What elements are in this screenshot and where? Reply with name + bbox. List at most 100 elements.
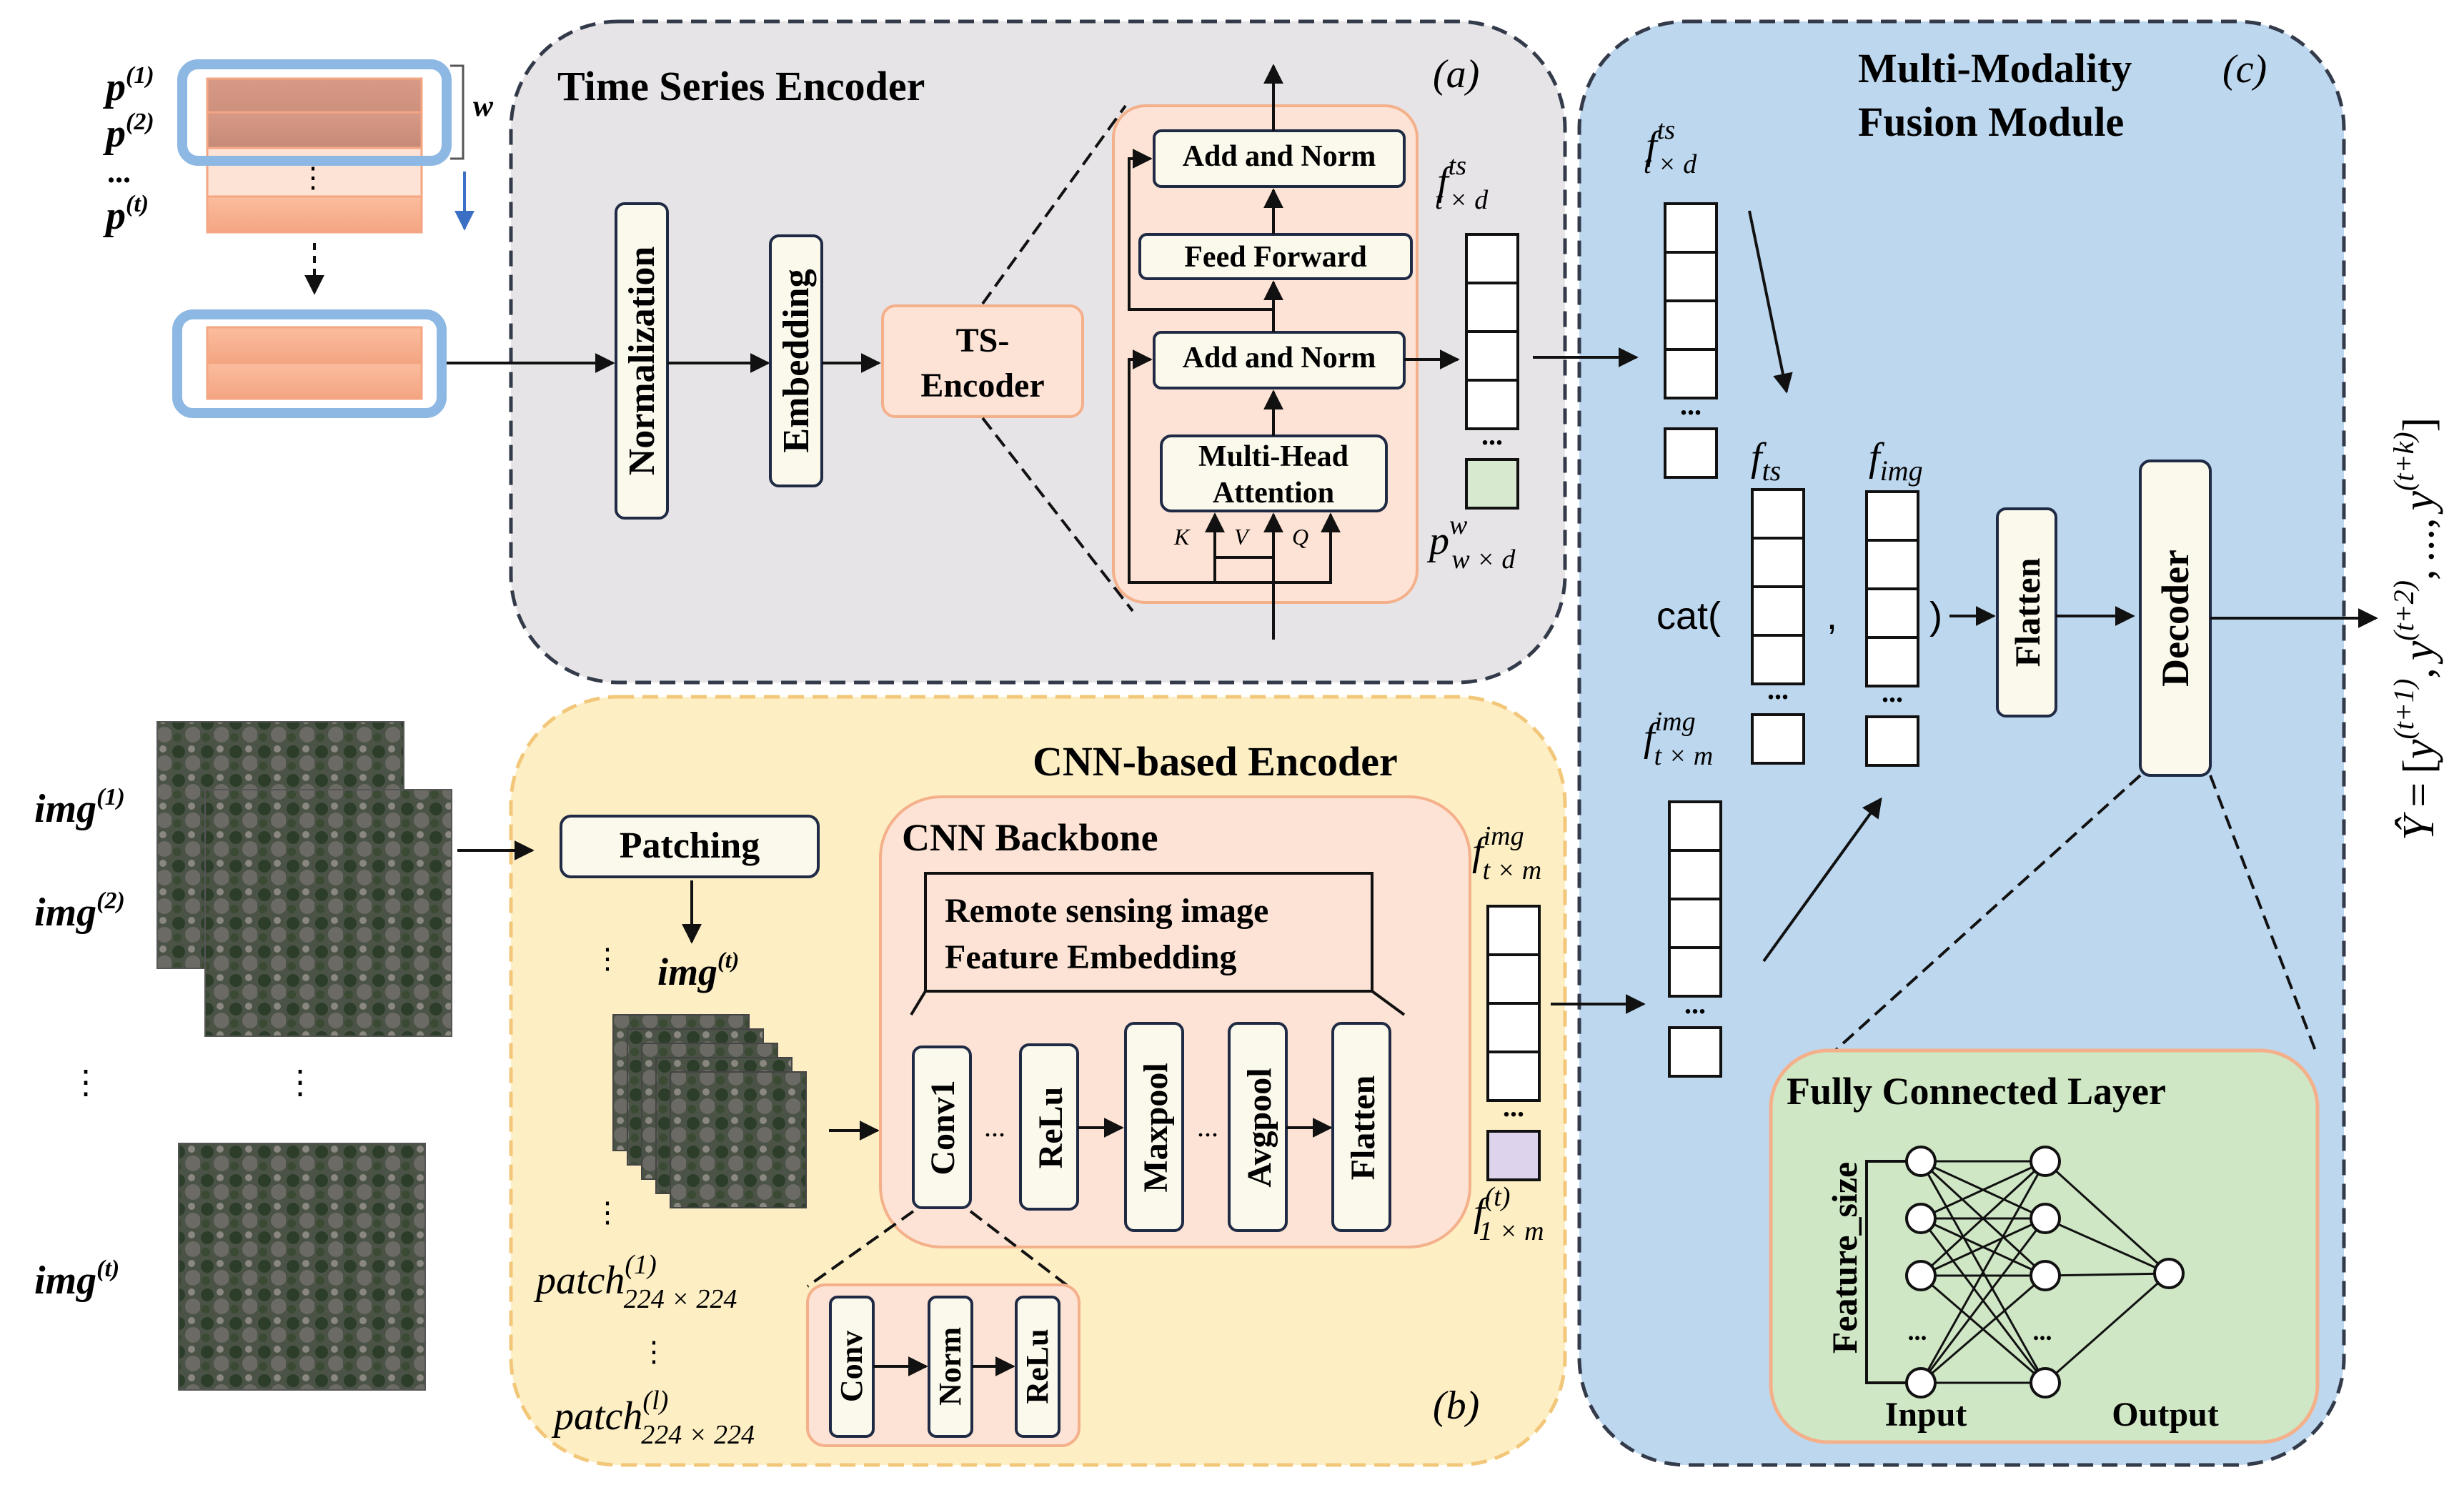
svg-text:img(t): img(t) bbox=[657, 947, 739, 993]
svg-text:Conv: Conv bbox=[834, 1331, 869, 1402]
fc-node bbox=[1905, 1260, 1937, 1291]
svg-text:...: ... bbox=[1680, 389, 1702, 421]
fc-node bbox=[2030, 1203, 2061, 1234]
transformer-detail: Add and Norm Feed Forward Add and Norm M… bbox=[1112, 64, 1419, 640]
svg-text:p(2): p(2) bbox=[103, 109, 154, 156]
svg-text:CNN Backbone: CNN Backbone bbox=[902, 816, 1158, 859]
fc-node bbox=[1905, 1146, 1937, 1177]
fc-edge bbox=[2045, 1272, 2170, 1277]
p1-label: p bbox=[103, 65, 126, 109]
image-stack-input: ⋮ ⋮ img(1) img(2) img(t) bbox=[34, 721, 452, 1391]
svg-text:...: ... bbox=[1503, 1091, 1524, 1123]
svg-text:Remote sensing image: Remote sensing image bbox=[945, 892, 1268, 930]
relu-block: ReLu bbox=[1019, 1043, 1079, 1211]
fc-node bbox=[1905, 1367, 1937, 1399]
svg-text:Flatten: Flatten bbox=[2007, 557, 2047, 667]
feed-forward: Feed Forward bbox=[1138, 233, 1413, 280]
window-size-label: w bbox=[473, 90, 494, 123]
svg-text:Feature Embedding: Feature Embedding bbox=[945, 938, 1236, 976]
svg-text:...: ... bbox=[1684, 988, 1706, 1020]
svg-text:fimg: fimg bbox=[1869, 435, 1923, 487]
svg-text:⋮: ⋮ bbox=[69, 1064, 102, 1101]
conv-detail: Conv Norm ReLu bbox=[806, 1283, 1081, 1447]
svg-text:TS-: TS- bbox=[956, 322, 1010, 359]
svg-text:img(t): img(t) bbox=[34, 1256, 119, 1303]
fc-node bbox=[2153, 1258, 2185, 1289]
svg-text:Ŷ=[y(t+1),y(t+2),...,y(t+k)]: Ŷ=[y(t+1),y(t+2),...,y(t+k)] bbox=[2388, 417, 2443, 840]
cat-close: ) bbox=[1929, 595, 1942, 637]
cat-fts-column: ... bbox=[1751, 488, 1805, 765]
svg-text:Multi-Head: Multi-Head bbox=[1198, 440, 1348, 473]
p2-label: p bbox=[103, 111, 126, 156]
svg-text:Patching: Patching bbox=[620, 825, 760, 866]
svg-text:...: ... bbox=[984, 1111, 1005, 1143]
svg-text:Normalization: Normalization bbox=[622, 247, 662, 476]
embedding-block: Embedding bbox=[769, 234, 823, 487]
fc-edge bbox=[2045, 1272, 2170, 1384]
svg-text:...: ... bbox=[1481, 419, 1503, 451]
svg-text:p(1): p(1) bbox=[103, 62, 154, 109]
svg-text:Input: Input bbox=[1885, 1396, 1967, 1434]
svg-text:p(t): p(t) bbox=[103, 191, 149, 238]
svg-text:Decoder: Decoder bbox=[2154, 550, 2197, 687]
fusion-panel-tag: (c) bbox=[2222, 47, 2267, 91]
svg-text:Conv1: Conv1 bbox=[924, 1080, 962, 1175]
svg-text:K: K bbox=[1173, 524, 1191, 550]
svg-text:Norm: Norm bbox=[933, 1327, 968, 1406]
feature-size-label: Feature_size bbox=[1824, 1162, 1864, 1354]
output-formula: Ŷ=[y(t+1),y(t+2),...,y(t+k)] bbox=[2388, 417, 2443, 840]
cnn-backbone: CNN Backbone Remote sensing image Featur… bbox=[879, 795, 1471, 1248]
conv1-block: Conv1 bbox=[912, 1046, 972, 1209]
fully-connected-layer: Fully Connected Layer Feature_size ... .… bbox=[1769, 1048, 2320, 1444]
fusion-panel-title-line2: Fusion Module bbox=[1858, 99, 2124, 145]
maxpool-block: Maxpool bbox=[1124, 1022, 1184, 1232]
svg-text:Embedding: Embedding bbox=[776, 269, 817, 452]
svg-text:...: ... bbox=[2033, 1317, 2052, 1346]
fc-edge bbox=[1919, 1161, 2047, 1384]
svg-text:Add and Norm: Add and Norm bbox=[1183, 342, 1376, 374]
svg-text:⋮: ⋮ bbox=[593, 1196, 622, 1228]
window-sample bbox=[172, 309, 447, 418]
p-dots: ... bbox=[107, 154, 131, 189]
svg-text:⋮: ⋮ bbox=[299, 162, 327, 194]
svg-text:ReLu: ReLu bbox=[1020, 1328, 1055, 1404]
decoder-block: Decoder bbox=[2139, 460, 2212, 777]
svg-text:...: ... bbox=[1767, 673, 1789, 705]
fc-edge bbox=[2044, 1160, 2170, 1275]
svg-text:Attention: Attention bbox=[1213, 477, 1334, 510]
patch-stack bbox=[612, 1014, 807, 1208]
fusion-panel-title-line1: Multi-Modality bbox=[1858, 45, 2132, 91]
svg-text:⋮: ⋮ bbox=[284, 1064, 317, 1101]
svg-text:Avgpool: Avgpool bbox=[1241, 1068, 1278, 1187]
cnn-panel-title: CNN-based Encoder bbox=[1033, 738, 1398, 785]
fc-edge bbox=[1919, 1218, 2047, 1384]
ts-encoder-block: TS- Encoder bbox=[881, 304, 1084, 418]
add-norm-bottom: Add and Norm bbox=[1153, 331, 1406, 389]
svg-text:Flatten: Flatten bbox=[1344, 1076, 1382, 1181]
fc-edge bbox=[1919, 1160, 2047, 1277]
fc-network bbox=[1905, 1146, 2185, 1399]
svg-text:img(2): img(2) bbox=[34, 888, 125, 935]
svg-text:pww × d: pww × d bbox=[1426, 510, 1516, 575]
avgpool-block: Avgpool bbox=[1228, 1022, 1288, 1232]
fc-edge bbox=[1920, 1274, 2046, 1384]
svg-text:ReLu: ReLu bbox=[1032, 1087, 1070, 1169]
fc-node bbox=[2030, 1367, 2061, 1399]
cat-comma: , bbox=[1827, 595, 1837, 637]
cat-fimg-column: ... bbox=[1865, 490, 1919, 767]
fc-edge bbox=[2045, 1217, 2170, 1275]
time-series-input: ⋮ p(1) p(2) ... p(t) w bbox=[103, 59, 494, 418]
pt-label: p bbox=[103, 194, 126, 238]
svg-text:Output: Output bbox=[2112, 1396, 2218, 1434]
fusion-flatten-block: Flatten bbox=[1996, 507, 2057, 717]
svg-text:Fully Connected Layer: Fully Connected Layer bbox=[1787, 1070, 2166, 1113]
fc-node bbox=[2030, 1146, 2061, 1177]
positional-embedding-cell bbox=[1465, 458, 1519, 510]
